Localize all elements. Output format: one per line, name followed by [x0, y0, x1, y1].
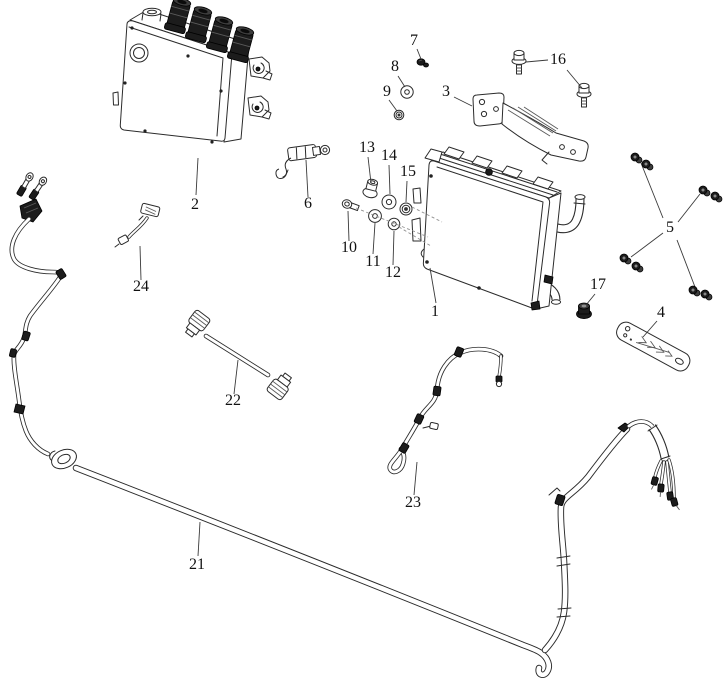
part-label-15: 15 — [400, 163, 416, 180]
part-label-1: 1 — [431, 303, 439, 320]
part-11-washer — [368, 209, 382, 223]
part-3-mounting-bracket — [472, 92, 589, 165]
part-label-9: 9 — [383, 83, 391, 100]
part-22-jumper-cable — [185, 309, 292, 401]
part-number-labels: 1 2 3 4 5 6 7 8 9 10 11 12 13 14 15 16 1… — [133, 32, 674, 573]
part-label-16: 16 — [550, 51, 566, 68]
part-label-23: 23 — [405, 494, 421, 511]
part-6-terminal-link — [275, 144, 331, 179]
part-label-13: 13 — [359, 139, 375, 156]
part-15-washer — [399, 202, 413, 216]
part-label-14: 14 — [381, 147, 397, 164]
part-label-11: 11 — [365, 253, 380, 270]
assembly-guide-line — [355, 207, 429, 238]
leader-lines — [139, 48, 658, 557]
part-label-8: 8 — [391, 58, 399, 75]
part-label-21: 21 — [189, 556, 205, 573]
part-label-5: 5 — [666, 219, 674, 236]
nut — [619, 152, 723, 301]
part-4-strap-plate — [616, 321, 691, 372]
part-label-7: 7 — [410, 32, 418, 49]
part-label-4: 4 — [657, 304, 665, 321]
part-8-washer — [400, 85, 414, 99]
part-label-6: 6 — [304, 195, 312, 212]
part-10-bolt — [341, 199, 360, 212]
part-label-24: 24 — [133, 278, 149, 295]
part-label-22: 22 — [225, 392, 241, 409]
part-17-flange-nut — [576, 302, 592, 319]
part-21-cable-harness — [9, 172, 680, 678]
part-12-washer — [387, 217, 401, 231]
part-13-flange-nut — [362, 178, 379, 199]
part-label-10: 10 — [341, 239, 357, 256]
part-23-sensor-cable — [387, 346, 504, 475]
part-9-washer — [393, 109, 405, 121]
part-14-washer — [381, 194, 397, 210]
part-1-power-unit — [411, 146, 586, 311]
assembly-guide-line — [411, 206, 443, 223]
part-16-bolts — [511, 49, 592, 108]
part-2-control-module — [112, 0, 273, 144]
part-5-nut-set — [619, 152, 723, 301]
assembly-guide-line — [398, 226, 432, 247]
part-7-bolt — [416, 58, 429, 68]
part-label-2: 2 — [191, 196, 199, 213]
part-label-17: 17 — [590, 276, 606, 293]
part-label-12: 12 — [385, 264, 401, 281]
part-label-3: 3 — [442, 83, 450, 100]
part-24-jumper-wire — [114, 202, 161, 248]
